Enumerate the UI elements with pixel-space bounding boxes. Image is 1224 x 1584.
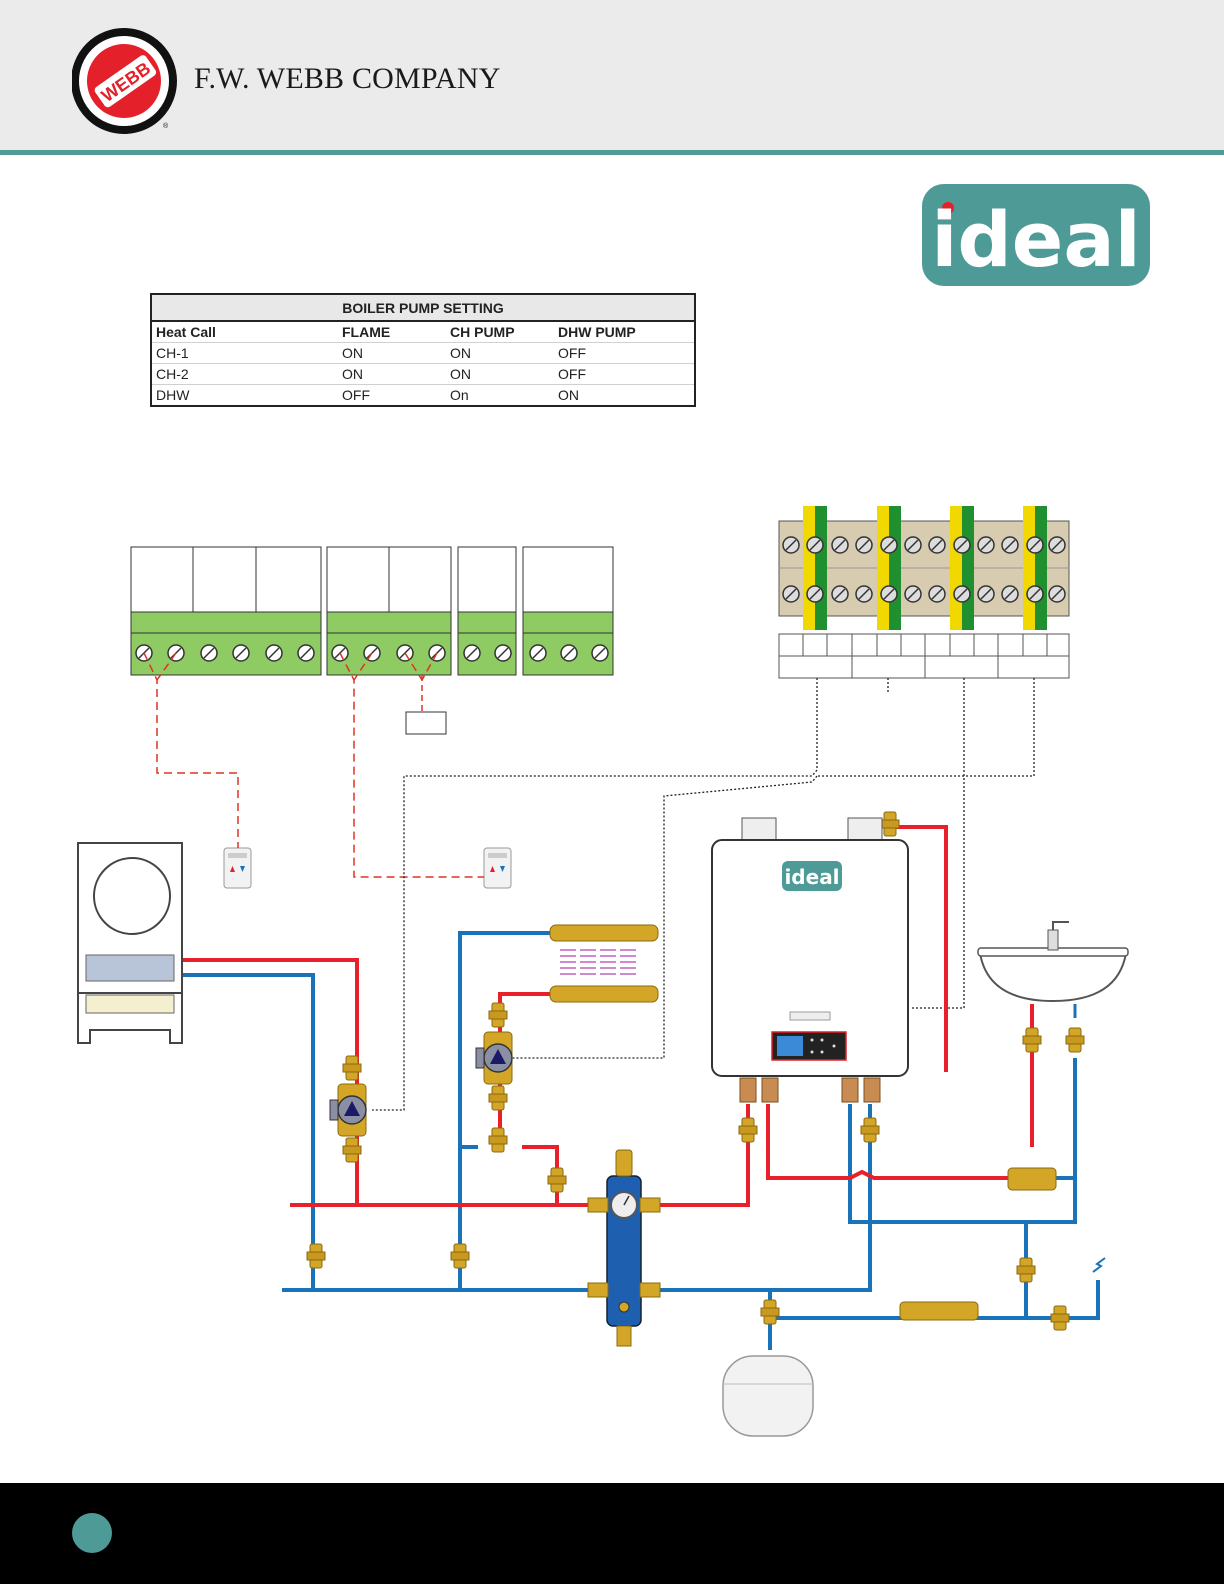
table-cell: ON [446,343,554,364]
table-cell: CH-1 [151,343,338,364]
relay-module-2 [327,547,451,675]
table-title: BOILER PUMP SETTING [151,294,695,321]
footer-band [0,1483,1224,1584]
table-cell: OFF [554,343,695,364]
header-band [0,0,1224,150]
control-wiring [372,678,1034,1110]
thermostat-icon [224,848,251,888]
table-cell: CH-2 [151,364,338,385]
table-row: CH-1 ON ON OFF [151,343,695,364]
table-cell: On [446,385,554,407]
cold-water-inlet-break [1093,1258,1105,1272]
company-name: F.W. WEBB COMPANY [194,62,501,96]
mixing-valve [1008,1168,1056,1190]
relay-module-4 [523,547,613,675]
relay-module-3 [458,547,516,675]
table-header: Heat Call [151,321,338,343]
table-row: DHW OFF On ON [151,385,695,407]
page-marker [72,1513,112,1553]
existing-boiler [78,843,182,1043]
table-header: CH PUMP [446,321,554,343]
header-rule [0,150,1224,155]
table-cell: ON [554,385,695,407]
table-cell: DHW [151,385,338,407]
table-cell: OFF [554,364,695,385]
table-header: FLAME [338,321,446,343]
svg-text:®: ® [163,122,169,130]
expansion-tank [723,1356,813,1436]
thermostat-wiring [144,653,484,877]
table-row: CH-2 ON ON OFF [151,364,695,385]
ideal-brand-text: ideal [931,195,1140,284]
boiler-pump-setting-table: BOILER PUMP SETTING Heat Call FLAME CH P… [150,293,696,407]
table-cell: ON [446,364,554,385]
webb-logo: WEBB ® [72,28,178,134]
wiring-terminal-strip [779,506,1069,678]
table-header: DHW PUMP [554,321,695,343]
radiant-manifold [550,925,658,1002]
ideal-brand-logo: ideal [920,182,1152,288]
thermostat-icon [484,848,511,888]
sensor-box [406,712,446,734]
pressure-reducing-valve [900,1302,978,1320]
boiler-logo-text: ideal [784,865,839,889]
table-cell: ON [338,364,446,385]
ideal-boiler: ideal [712,818,908,1102]
relay-module-1 [131,547,321,675]
hydraulic-separator [588,1150,660,1346]
table-header-row: Heat Call FLAME CH PUMP DHW PUMP [151,321,695,343]
piping-schematic: ideal [0,440,1224,1480]
sink-icon [978,922,1128,1018]
table-cell: ON [338,343,446,364]
table-cell: OFF [338,385,446,407]
